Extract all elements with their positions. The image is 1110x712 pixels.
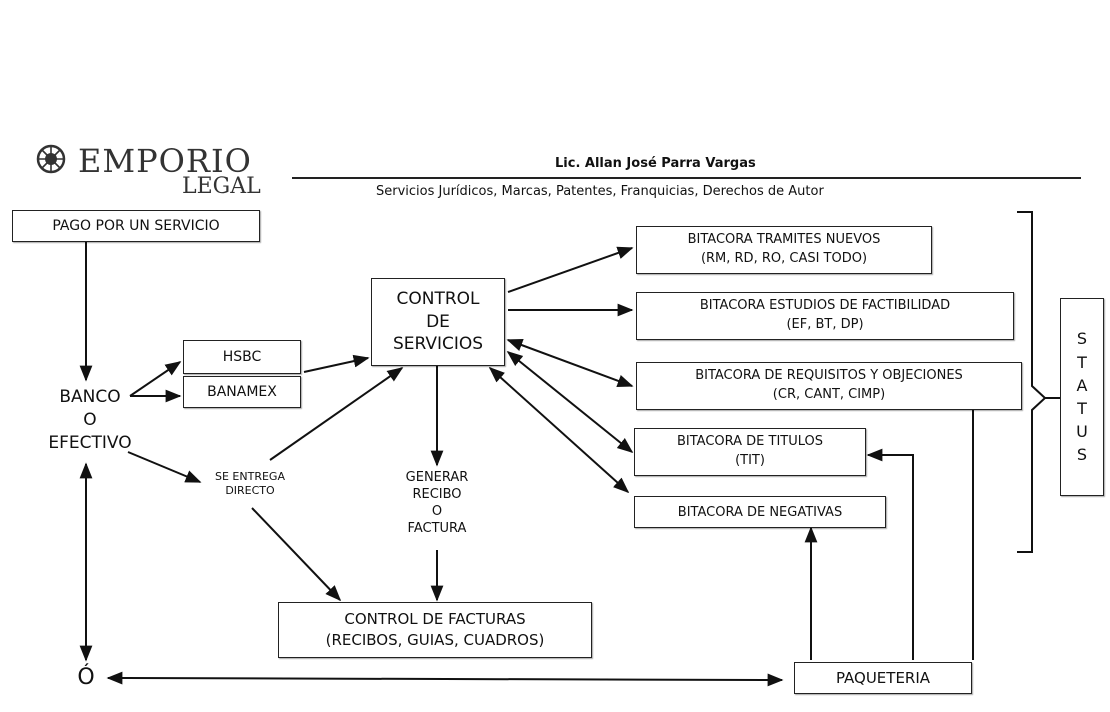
emblem-icon: [36, 144, 66, 174]
brand-name: EMPORIO: [78, 142, 252, 180]
generar-line-1: GENERAR: [405, 470, 469, 485]
arrow-entrega-facturas: [251, 507, 342, 602]
arrow-banco-hsbc: [129, 361, 182, 397]
bitacora-titulos-box: BITACORA DE TITULOS (TIT): [634, 428, 866, 476]
negativas-label: BITACORA DE NEGATIVAS: [677, 504, 843, 520]
bitacora-requisitos-box: BITACORA DE REQUISITOS Y OBJECIONES (CR,…: [636, 362, 1022, 410]
generar-line-3: O: [431, 503, 443, 519]
control-facturas-box: CONTROL DE FACTURAS (RECIBOS, GUIAS, CUA…: [278, 602, 592, 658]
status-letter-5: U: [1076, 422, 1088, 442]
status-letter-3: A: [1076, 375, 1088, 395]
status-letter-2: T: [1077, 352, 1087, 372]
header-services: Servicios Jurídicos, Marcas, Patentes, F…: [376, 184, 824, 199]
titulos-line-1: BITACORA DE TITULOS: [676, 434, 824, 450]
estudios-line-1: BITACORA ESTUDIOS DE FACTIBILIDAD: [699, 298, 951, 314]
hsbc-label: HSBC: [222, 349, 262, 365]
banco-efectivo-label: BANCO O EFECTIVO: [40, 386, 140, 455]
titulos-line-2: (TIT): [735, 453, 765, 468]
control-servicios-box: CONTROL DE SERVICIOS: [371, 278, 505, 366]
generar-label: GENERAR RECIBO O FACTURA: [387, 470, 487, 538]
facturas-line-2: (RECIBOS, GUIAS, CUADROS): [325, 631, 545, 649]
nuevos-line-1: BITACORA TRAMITES NUEVOS: [687, 232, 881, 248]
banamex-box: BANAMEX: [183, 376, 301, 408]
requisitos-line-2: (CR, CANT, CIMP): [772, 387, 886, 402]
arrow-paq-titulos: [866, 448, 914, 660]
status-letter-1: S: [1076, 329, 1088, 349]
arrow-efectivo-entrega: [127, 451, 202, 483]
paqueteria-box: PAQUETERIA: [794, 662, 972, 694]
paqueteria-label: PAQUETERIA: [835, 669, 931, 687]
control-line-1: CONTROL: [396, 288, 480, 309]
status-letter-6: S: [1076, 445, 1088, 465]
estudios-line-2: (EF, BT, DP): [786, 317, 864, 332]
arrow-control-nuevos: [507, 246, 634, 293]
banamex-label: BANAMEX: [207, 384, 277, 400]
bitacora-estudios-box: BITACORA ESTUDIOS DE FACTIBILIDAD (EF, B…: [636, 292, 1014, 340]
se-entrega-line-2: DIRECTO: [225, 484, 275, 498]
requisitos-line-1: BITACORA DE REQUISITOS Y OBJECIONES: [695, 368, 963, 384]
control-line-2: DE: [426, 311, 450, 332]
banco-line-2: O: [83, 409, 97, 430]
o-symbol: Ó: [74, 664, 98, 693]
bitacora-nuevos-box: BITACORA TRAMITES NUEVOS (RM, RD, RO, CA…: [636, 226, 932, 274]
pago-label: PAGO POR UN SERVICIO: [52, 218, 220, 234]
brand-sub: LEGAL: [182, 174, 261, 199]
bitacora-negativas-box: BITACORA DE NEGATIVAS: [634, 496, 886, 528]
generar-line-4: FACTURA: [407, 520, 467, 536]
generar-line-2: RECIBO: [412, 486, 462, 502]
banco-line-3: EFECTIVO: [48, 432, 132, 453]
arrow-control-negativas: [488, 366, 630, 494]
header-name: Lic. Allan José Parra Vargas: [555, 156, 756, 171]
se-entrega-label: SE ENTREGA DIRECTO: [200, 470, 300, 499]
hsbc-box: HSBC: [183, 340, 301, 374]
header-divider: [292, 177, 1081, 179]
se-entrega-line-1: SE ENTREGA: [215, 470, 285, 483]
status-box: S T A T U S: [1060, 298, 1104, 496]
pago-box: PAGO POR UN SERVICIO: [12, 210, 260, 242]
nuevos-line-2: (RM, RD, RO, CASI TODO): [700, 251, 868, 266]
arrow-o-paqueteria: [106, 671, 784, 687]
control-line-3: SERVICIOS: [392, 334, 484, 355]
facturas-line-1: CONTROL DE FACTURAS: [344, 610, 526, 628]
o-symbol-text: Ó: [77, 665, 95, 690]
arrow-entrega-control: [269, 367, 404, 461]
arrow-banks-control: [303, 354, 370, 373]
brand-logo: EMPORIO LEGAL: [36, 142, 276, 202]
arrow-control-requisitos: [506, 339, 634, 387]
banco-line-1: BANCO: [59, 387, 121, 407]
status-letter-4: T: [1077, 399, 1087, 418]
